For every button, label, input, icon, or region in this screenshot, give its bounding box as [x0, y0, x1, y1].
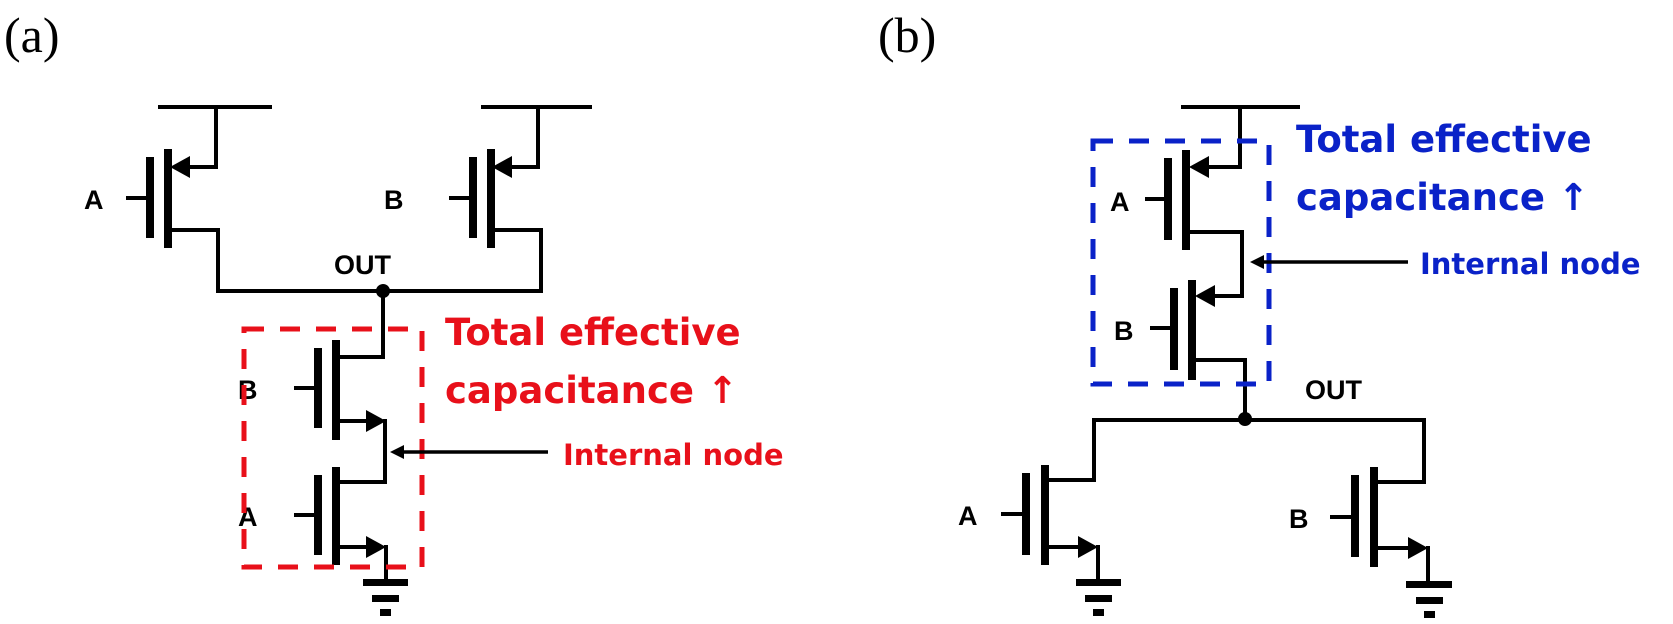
- source-arrow-icon: [1408, 537, 1428, 559]
- panel-b: (b) A B Total effective capacitance: [878, 7, 1641, 618]
- drain-wire: [1192, 358, 1247, 421]
- drain-wire: [1046, 418, 1096, 482]
- ground-icon: [1406, 546, 1452, 618]
- annotation-line1: Total effective: [445, 311, 741, 354]
- pmos-a-series-upper: A: [1110, 105, 1244, 298]
- gate-label-b: B: [1114, 316, 1134, 346]
- pointer-arrow-icon: [390, 445, 404, 459]
- gate-label-b: B: [238, 375, 258, 405]
- source-arrow-icon: [366, 536, 386, 558]
- capacitance-highlight-box: [241, 326, 425, 570]
- ground-icon: [363, 545, 408, 616]
- gate-label-a: A: [958, 501, 978, 531]
- source-arrow-icon: [492, 156, 512, 178]
- pointer-arrow-icon: [1250, 255, 1264, 269]
- source-arrow-icon: [1195, 285, 1215, 307]
- annotation-line2: capacitance ↑: [1296, 176, 1589, 219]
- nmos-b-bottom-right: B: [1289, 418, 1452, 618]
- source-wire: [1194, 105, 1242, 169]
- pmos-a-left: A: [84, 105, 272, 293]
- panel-a: (a) A B OUT: [4, 7, 784, 616]
- source-wire: [174, 105, 218, 169]
- nmos-a-bottom-left: A: [958, 418, 1121, 616]
- gate-label-a: A: [1110, 187, 1130, 217]
- annotation-line1: Total effective: [1296, 118, 1592, 161]
- internal-node-label: Internal node: [1420, 247, 1641, 281]
- gate-label-a: A: [238, 502, 258, 532]
- source-wire: [496, 105, 540, 169]
- pmos-b-series-lower: B: [1114, 280, 1247, 421]
- source-arrow-icon: [170, 156, 190, 178]
- annotation-line2: capacitance ↑: [445, 369, 738, 412]
- ground-icon: [1076, 545, 1121, 616]
- drain-wire: [1375, 418, 1426, 484]
- nmos-a-series-lower: A: [238, 467, 387, 565]
- nmos-b-series-upper: B: [238, 340, 386, 440]
- source-arrow-icon: [1078, 536, 1098, 558]
- internal-node-label: Internal node: [563, 438, 784, 472]
- pmos-b-right: B: [384, 105, 592, 293]
- drain-wire: [168, 228, 220, 293]
- source-arrow-icon: [366, 410, 386, 432]
- panel-a-label: (a): [4, 7, 60, 63]
- gate-label-b: B: [384, 185, 404, 215]
- output-node-dot: [1238, 412, 1252, 426]
- panel-b-label: (b): [878, 7, 936, 63]
- gate-label-b: B: [1289, 504, 1309, 534]
- drain-wire: [1186, 230, 1244, 298]
- source-arrow-icon: [1189, 156, 1209, 178]
- output-label: OUT: [1305, 375, 1363, 405]
- drain-wire: [491, 228, 543, 293]
- gate-label-a: A: [84, 185, 104, 215]
- output-label: OUT: [334, 250, 392, 280]
